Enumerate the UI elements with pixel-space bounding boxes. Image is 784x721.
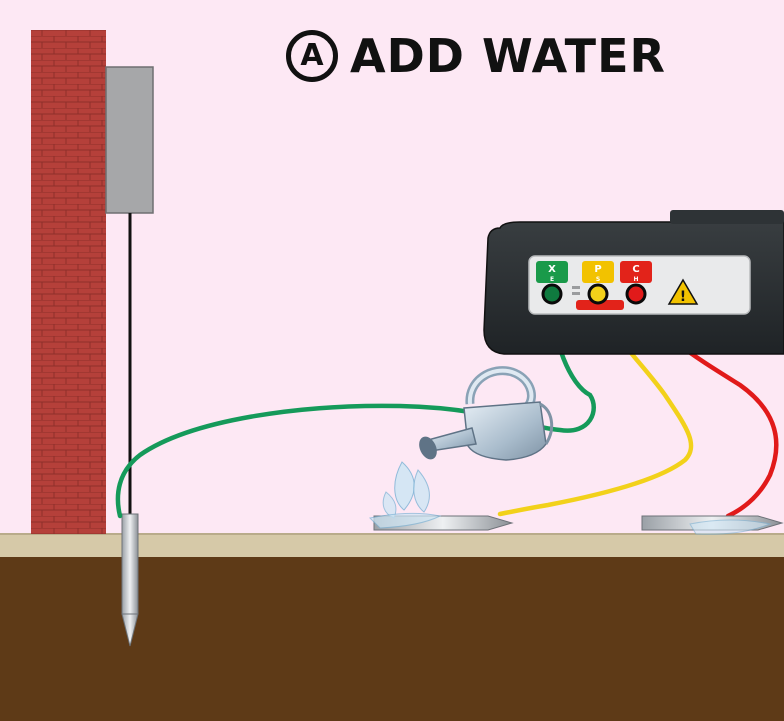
title-text: ADD WATER — [350, 29, 666, 83]
ground-rod-icon — [121, 513, 139, 647]
watering-can-icon — [419, 366, 554, 461]
step-letter-badge: A — [286, 30, 338, 82]
terminal-x-label: X — [548, 264, 556, 275]
ground-surface — [0, 534, 784, 557]
terminal-x: X E — [536, 261, 568, 283]
green-lead-wire — [115, 295, 596, 519]
terminal-x-sublabel: E — [550, 276, 554, 283]
terminal-p-label: P — [594, 264, 601, 275]
electrical-box — [105, 66, 154, 214]
brick-wall — [31, 30, 106, 534]
svg-text:!: ! — [680, 289, 686, 305]
terminal-p-sublabel: S — [596, 276, 600, 283]
terminal-c-sublabel: H — [633, 276, 638, 283]
terminal-c-label: C — [632, 264, 639, 275]
water-splash — [368, 461, 772, 535]
yellow-lead-wire — [497, 295, 694, 517]
green-plug — [541, 283, 563, 305]
soil — [0, 556, 784, 721]
yellow-plug — [587, 283, 609, 305]
terminal-c: C H — [620, 261, 652, 283]
step-title: A ADD WATER — [286, 24, 666, 88]
warning-icon: ! — [667, 278, 699, 305]
red-plug — [625, 283, 647, 305]
terminal-p: P S — [582, 261, 614, 283]
earth-tester-device: X E P S C H ! — [483, 210, 784, 355]
